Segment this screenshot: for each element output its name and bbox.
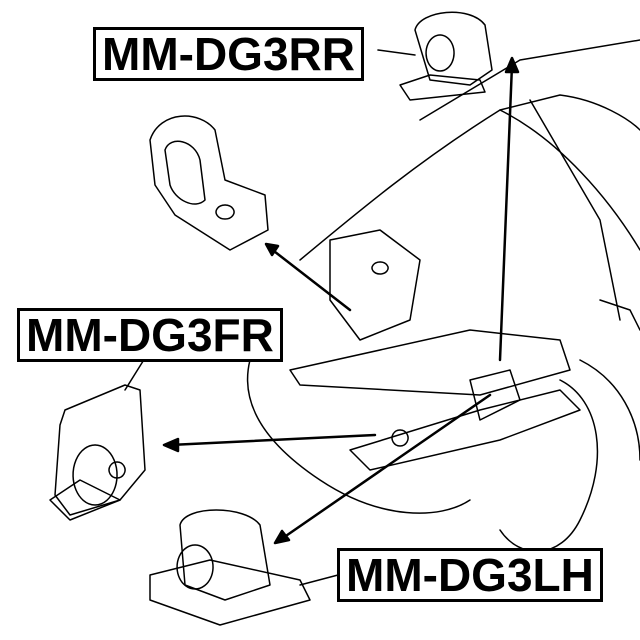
- leader-line-left: [299, 574, 339, 586]
- arrow-left: [278, 393, 492, 542]
- subframe: [289, 229, 581, 471]
- arrow-rear: [498, 63, 514, 362]
- rear-mount-part: [399, 11, 493, 101]
- car-body-outline: [246, 39, 640, 553]
- left-mount-part: [149, 509, 311, 626]
- arrow-front-right: [268, 246, 352, 312]
- leader-line-rear: [377, 49, 416, 56]
- arrows: [162, 56, 520, 545]
- front-right-mount-part: [149, 115, 269, 251]
- front-mount-part: [49, 384, 146, 521]
- part-label-left: MM-DG3LH: [337, 548, 603, 602]
- part-label-rear: MM-DG3RR: [93, 27, 364, 81]
- leader-line-front: [124, 357, 146, 391]
- arrow-front: [168, 433, 377, 447]
- part-label-front: MM-DG3FR: [17, 308, 283, 362]
